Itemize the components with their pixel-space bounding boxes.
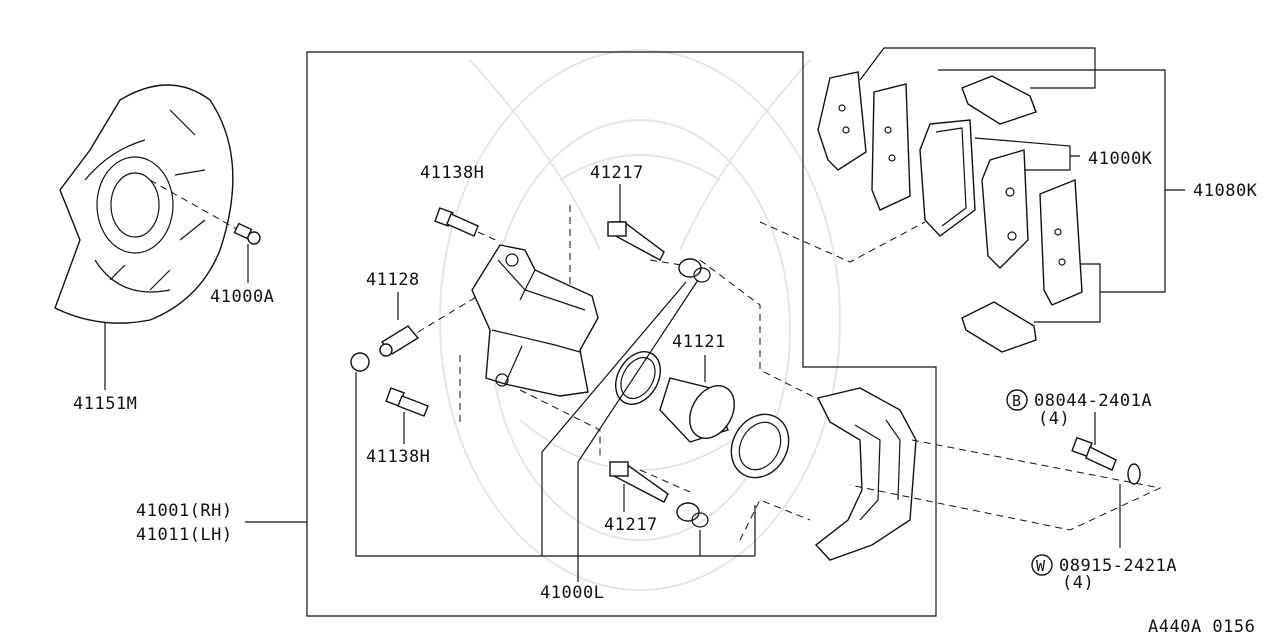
pin-boot-bottom-part[interactable] xyxy=(676,502,709,528)
label-bolt-part: 08044-2401A xyxy=(1034,391,1152,411)
label-washer-qty: (4) xyxy=(1062,573,1094,593)
kit-41000l-bracket xyxy=(355,279,756,557)
label-41217-top: 41217 xyxy=(590,163,644,183)
label-41217-bottom: 41217 xyxy=(604,515,658,535)
brake-pad-inner-part[interactable] xyxy=(981,149,1029,269)
caliper-bracket-part[interactable] xyxy=(814,387,917,561)
bolt-marker: B xyxy=(1006,389,1028,411)
label-41001-rh: 41001(RH) xyxy=(136,501,233,521)
kit-41000k-bracket xyxy=(974,137,1080,171)
diagram-code: A440A 0156 xyxy=(1148,617,1255,637)
guide-bolt-top-part[interactable] xyxy=(434,207,479,237)
shield-bolt-part[interactable] xyxy=(233,222,261,245)
dash-pad-kit xyxy=(759,221,926,263)
label-41151m: 41151M xyxy=(73,394,137,414)
shim-outer-part[interactable] xyxy=(817,71,867,171)
slide-pin-bottom-part[interactable] xyxy=(609,461,669,503)
caliper-assembly-frame xyxy=(306,51,937,617)
caliper-body-part[interactable] xyxy=(471,244,599,397)
label-41000l: 41000L xyxy=(540,583,604,603)
guide-bolt-bottom-part[interactable] xyxy=(385,387,429,417)
pad-spring-bottom-part[interactable] xyxy=(961,301,1037,353)
shim-inner-part[interactable] xyxy=(871,83,911,211)
bleeder-screw-part[interactable] xyxy=(379,325,420,357)
mounting-bolt-part[interactable] xyxy=(1071,436,1117,471)
label-41000k: 41000K xyxy=(1088,149,1153,169)
label-41080k: 41080K xyxy=(1193,181,1258,201)
bleeder-cap-part[interactable] xyxy=(350,352,370,372)
watermark-emblem xyxy=(439,49,841,591)
piston-seal-part[interactable] xyxy=(607,344,670,412)
piston-boot-part[interactable] xyxy=(720,404,800,488)
svg-text:W: W xyxy=(1036,557,1046,575)
label-41138h-bottom: 41138H xyxy=(366,447,430,467)
dash-shield-to-bolt xyxy=(149,179,243,233)
label-41138h-top: 41138H xyxy=(420,163,484,183)
label-41011-lh: 41011(LH) xyxy=(136,525,233,545)
dash-to-bracket xyxy=(699,259,821,401)
dash-bracket-to-bolt xyxy=(849,439,1162,531)
piston-part[interactable] xyxy=(659,377,743,446)
label-41128: 41128 xyxy=(366,270,420,290)
washer-marker: W xyxy=(1031,554,1053,576)
label-41121: 41121 xyxy=(672,332,726,352)
dash-bleeder xyxy=(417,295,479,333)
slide-pin-top-part[interactable] xyxy=(607,221,665,261)
brake-pad-outer-part[interactable] xyxy=(919,119,976,237)
pin-boot-top-part[interactable] xyxy=(678,258,711,283)
label-bolt-qty: (4) xyxy=(1038,409,1070,429)
label-washer-part: 08915-2421A xyxy=(1059,556,1177,576)
dust-shield-part[interactable] xyxy=(54,84,234,324)
shim-rear-part[interactable] xyxy=(1039,178,1083,306)
svg-text:B: B xyxy=(1012,392,1021,410)
dash-top-bolt xyxy=(477,231,501,243)
kit-41080k-bracket xyxy=(859,47,1185,323)
pad-spring-top-part[interactable] xyxy=(961,75,1037,125)
dash-lower-path xyxy=(459,355,811,541)
lock-washer-part[interactable] xyxy=(1127,463,1141,485)
label-41000a: 41000A xyxy=(210,287,274,307)
